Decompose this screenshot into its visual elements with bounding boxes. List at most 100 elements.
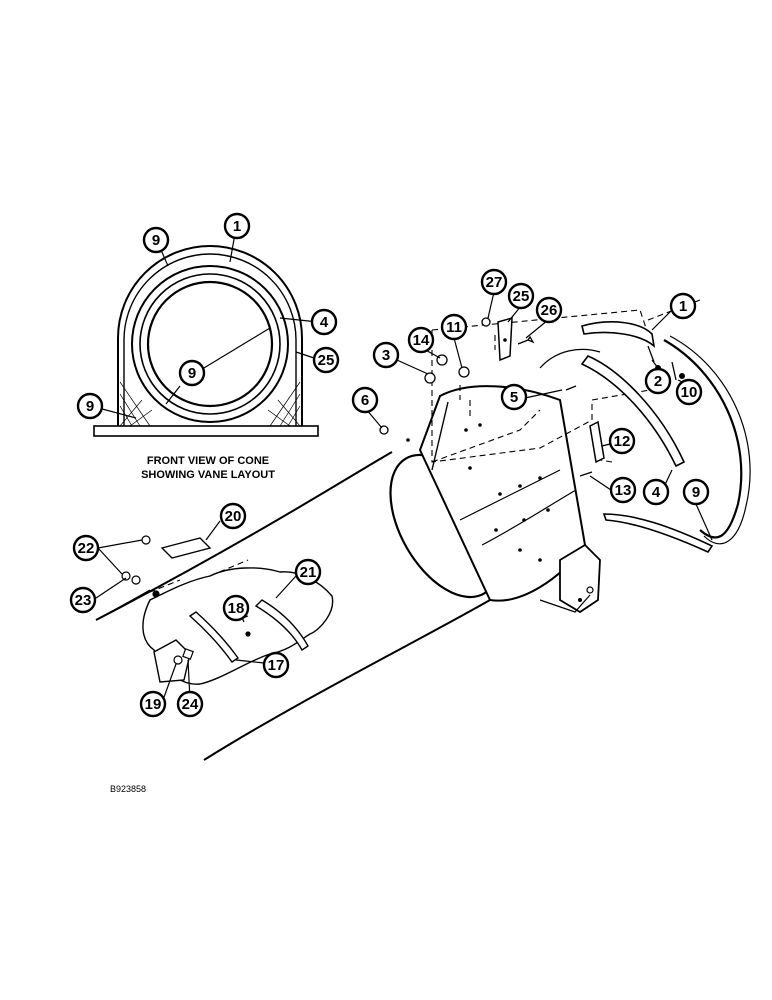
nut-27: [481, 317, 491, 327]
callout-bubble: [440, 313, 468, 341]
nut-3: [424, 372, 436, 384]
bolt-5: [565, 385, 577, 391]
callout-number: 21: [300, 564, 317, 581]
callout-bubble: [535, 296, 563, 324]
callout-bubble: [142, 226, 170, 254]
callout-c9a: 9: [142, 226, 170, 254]
callout-number: 14: [413, 332, 430, 349]
callout-bubble: [262, 651, 290, 679]
callout-number: 2: [654, 373, 662, 390]
callout-c4b: 4: [642, 478, 670, 506]
callout-bubble: [609, 476, 637, 504]
callout-number: 25: [513, 288, 530, 305]
callout-c12: 12: [608, 427, 636, 455]
cone-body: [418, 385, 587, 602]
hardware-parts: [379, 317, 677, 477]
callout-c19: 19: [139, 690, 167, 718]
nut-11: [458, 366, 470, 378]
callout-number: 9: [188, 365, 196, 382]
inset-vane-ring-outer: [131, 265, 289, 423]
callout-number: 10: [681, 384, 698, 401]
callout-c1a: 1: [223, 212, 251, 240]
callout-c9d: 9: [682, 478, 710, 506]
callout-c21: 21: [294, 558, 322, 586]
cone-assembly: [95, 385, 601, 761]
callout-c4a: 4: [310, 308, 338, 336]
callout-number: 19: [145, 696, 162, 713]
cutaway-vane-17-right: [254, 599, 309, 652]
callout-number: 6: [361, 392, 369, 409]
bolt-2: [647, 345, 655, 363]
callout-number: 9: [152, 232, 160, 249]
callout-number: 22: [78, 540, 95, 557]
vane-part-4: [580, 355, 686, 468]
callout-c24: 24: [176, 690, 204, 718]
callout-number: 18: [228, 600, 245, 617]
callout-bubble: [76, 392, 104, 420]
cutaway-vane-17-left: [188, 611, 239, 663]
callout-c1b: 1: [669, 292, 697, 320]
inset-housing: [117, 245, 303, 426]
callout-c20: 20: [219, 502, 247, 530]
callout-c17: 17: [262, 651, 290, 679]
gasket-part-20: [160, 537, 212, 559]
bracket-part-12: [589, 420, 605, 464]
inset-vane-ring-inner: [146, 280, 274, 408]
callout-bubble: [608, 427, 636, 455]
callout-bubble: [507, 282, 535, 310]
vane-part-9-outer: [663, 339, 743, 539]
inset-vane-ring-middle: [139, 273, 281, 415]
callout-bubble: [675, 378, 703, 406]
callout-number: 4: [320, 314, 329, 331]
vane-part-9-lower: [602, 513, 714, 554]
callout-number: 5: [510, 389, 518, 406]
callout-bubble: [223, 212, 251, 240]
callout-number: 24: [182, 696, 199, 713]
callout-c9b: 9: [178, 359, 206, 387]
inset-corner-braces: [119, 381, 301, 427]
inset-caption-line1: FRONT VIEW OF CONE: [147, 455, 269, 467]
callout-number: 1: [233, 218, 241, 235]
callout-bubble: [312, 346, 340, 374]
callout-c5: 5: [500, 383, 528, 411]
callout-bubble: [480, 268, 508, 296]
callout-bubble: [310, 308, 338, 336]
nut-22: [141, 535, 151, 545]
callout-number: 25: [318, 352, 335, 369]
vane-part-1: [581, 321, 656, 349]
washer-23: [121, 571, 131, 581]
callout-c14: 14: [407, 326, 435, 354]
callout-c13: 13: [609, 476, 637, 504]
callout-number: 11: [446, 319, 462, 336]
cone-rivets: [406, 423, 550, 562]
callout-bubble: [69, 586, 97, 614]
cutaway-plate-19: [153, 639, 191, 683]
callout-c25b: 25: [507, 282, 535, 310]
callout-bubble: [682, 478, 710, 506]
callout-c10: 10: [675, 378, 703, 406]
callout-number: 27: [486, 274, 503, 291]
callout-c3: 3: [372, 341, 400, 369]
vane-parts: [379, 316, 751, 554]
callout-c6: 6: [351, 386, 379, 414]
callout-bubble: [72, 534, 100, 562]
callout-c2: 2: [644, 367, 672, 395]
callout-number: 12: [614, 433, 631, 450]
callout-c22: 22: [72, 534, 100, 562]
callout-number: 9: [86, 398, 94, 415]
callout-c23: 23: [69, 586, 97, 614]
callout-c18: 18: [222, 594, 250, 622]
callout-bubble: [642, 478, 670, 506]
callout-c25a: 25: [312, 346, 340, 374]
callout-number: 1: [679, 298, 687, 315]
callout-number: 4: [652, 484, 661, 501]
callout-bubble: [294, 558, 322, 586]
callout-bubble: [176, 690, 204, 718]
callout-number: 3: [382, 347, 390, 364]
callout-bubble: [219, 502, 247, 530]
callout-bubble: [644, 367, 672, 395]
callout-number: 20: [225, 508, 242, 525]
bolt-13: [579, 471, 593, 477]
callout-bubble: [372, 341, 400, 369]
